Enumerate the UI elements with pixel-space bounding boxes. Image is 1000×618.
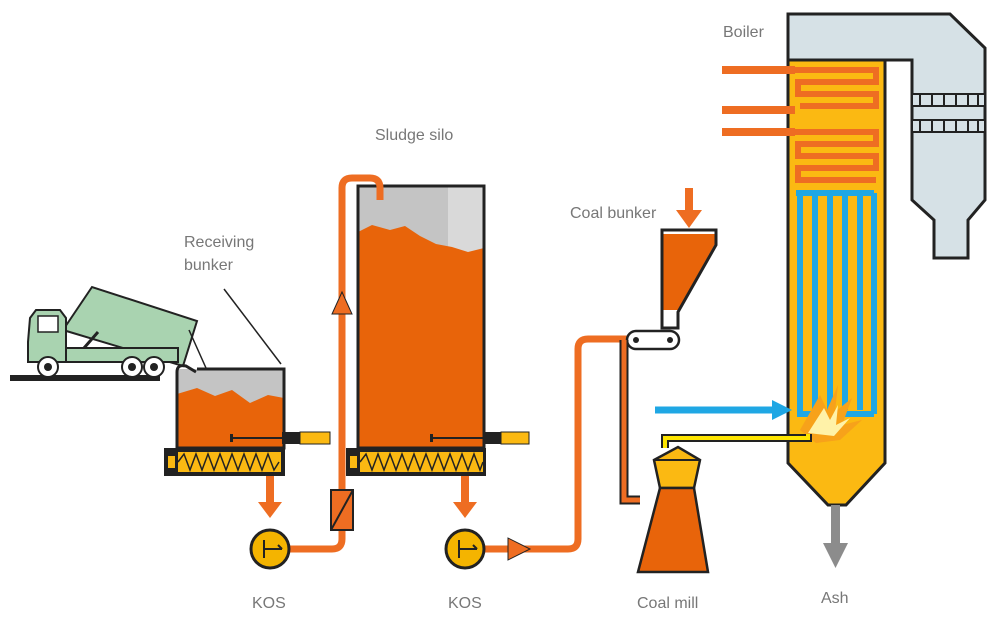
bunker-discharge-arrows — [258, 476, 477, 518]
flue-duct-tube-bundle-1 — [911, 93, 986, 107]
sludge-silo-screw-conveyor — [346, 448, 486, 476]
flue-duct-tube-bundle-2 — [911, 119, 986, 133]
receiving-bunker-pointer — [223, 288, 282, 365]
belt-conveyor — [625, 329, 681, 351]
label-receiving-bunker-line1: Receiving — [184, 234, 254, 251]
steam-outlet-pipes — [722, 66, 795, 136]
receiving-bunker — [164, 364, 331, 476]
label-kos-pump-2: KOS — [448, 595, 482, 612]
water-tube-wall — [796, 190, 877, 417]
label-sludge-silo: Sludge silo — [375, 127, 453, 144]
kos-pump-2 — [444, 528, 486, 570]
label-coal-bunker: Coal bunker — [570, 205, 657, 222]
burner-flame — [800, 385, 862, 443]
boiler — [786, 58, 887, 507]
sludge-silo-hydraulic-ram — [430, 431, 530, 445]
coal-mill — [636, 445, 710, 574]
truck-wheels — [37, 356, 165, 378]
sludge-silo — [346, 184, 530, 476]
label-kos-pump-1: KOS — [252, 595, 286, 612]
label-receiving-bunker-line2: bunker — [184, 257, 234, 274]
truck — [10, 285, 207, 381]
riser-flow-arrow — [331, 290, 353, 315]
ash-outlet-arrow — [823, 505, 848, 568]
label-boiler: Boiler — [723, 24, 765, 41]
air-inlet-arrow — [655, 400, 792, 420]
sludge-flow-lines — [290, 174, 634, 553]
flow-meter — [330, 489, 354, 531]
label-ash: Ash — [821, 590, 849, 607]
coal-bunker — [660, 188, 718, 330]
flue-gas-duct — [786, 12, 987, 260]
superheater-coil-1 — [790, 67, 879, 109]
receiving-bunker-hydraulic-ram — [230, 431, 331, 445]
label-coal-mill: Coal mill — [637, 595, 698, 612]
receiving-bunker-screw-conveyor — [164, 448, 285, 476]
superheater-coil-2 — [790, 129, 879, 183]
pipe-pump2-to-coal-mill — [485, 335, 634, 553]
kos-pump-1 — [249, 528, 291, 570]
pump2-flow-arrow — [507, 537, 532, 561]
pipe-pump1-to-silo — [290, 174, 384, 553]
